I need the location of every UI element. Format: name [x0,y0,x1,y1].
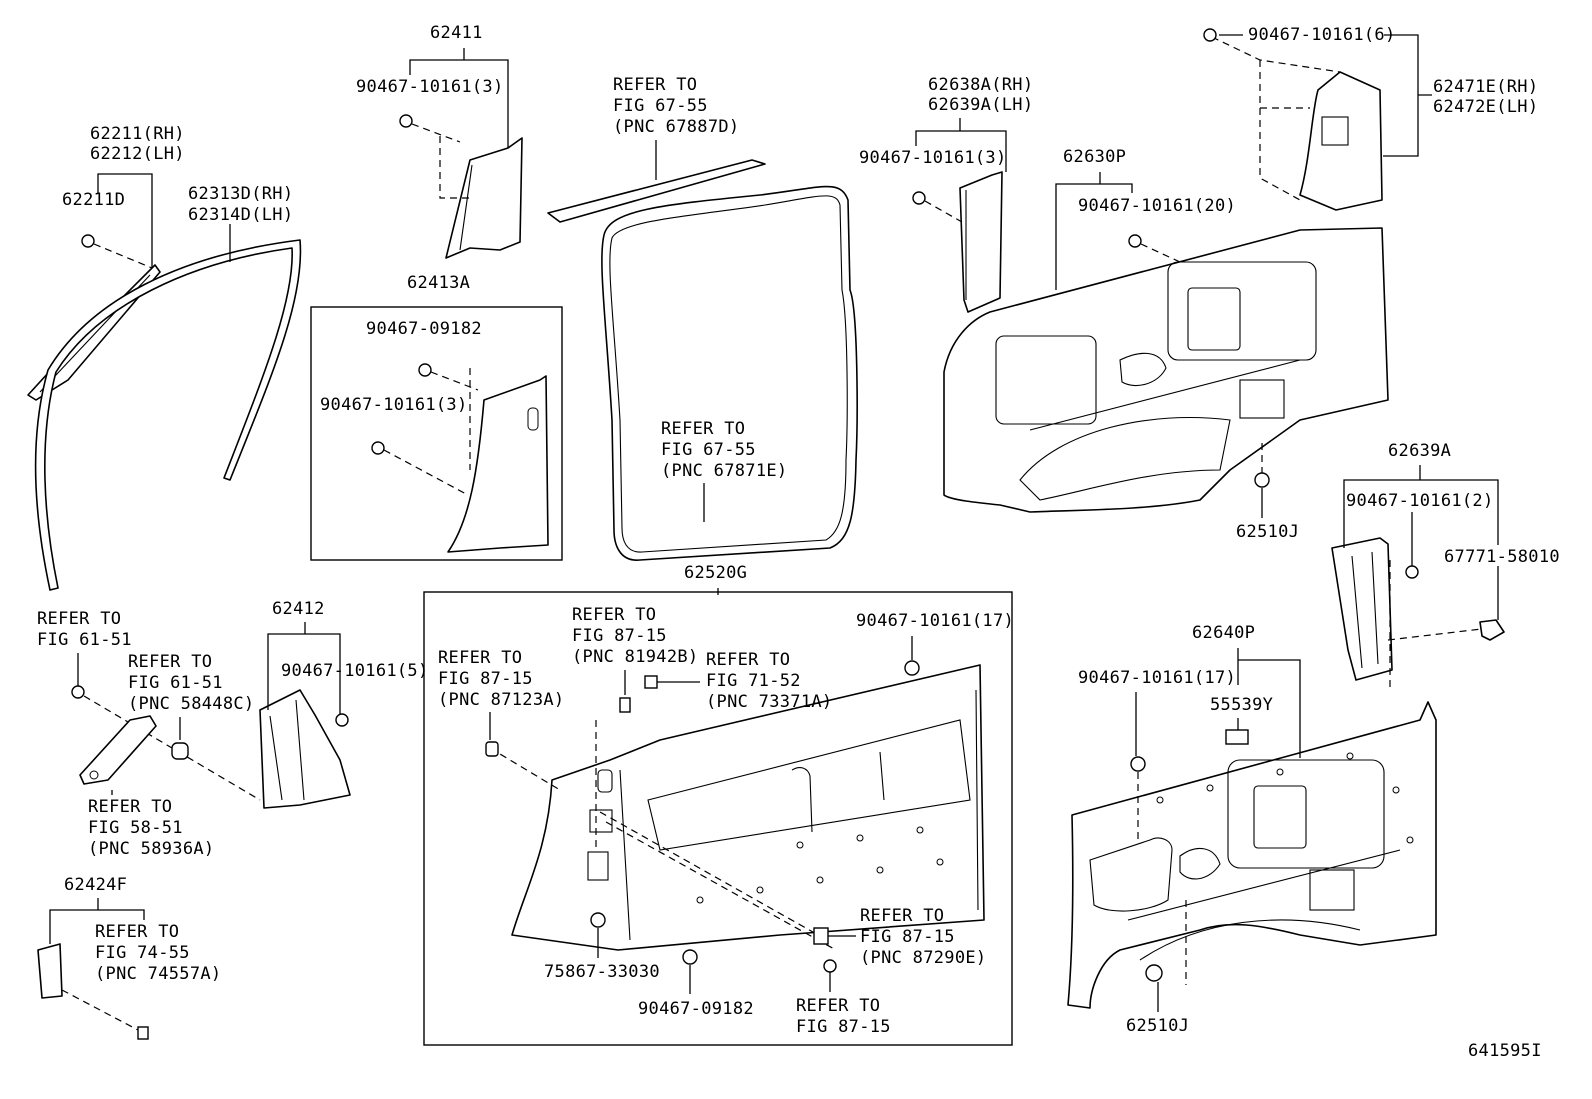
svg-text:62510J: 62510J [1236,522,1299,542]
svg-text:FIG 67-55: FIG 67-55 [661,440,756,460]
62471E-part [1203,28,1383,211]
svg-text:62212(LH): 62212(LH) [90,144,185,164]
callout-ref-58936A: REFER TO FIG 58-51 (PNC 58936A) [88,790,214,859]
svg-text:(PNC 58448C): (PNC 58448C) [128,694,254,714]
62639A-part [1331,537,1505,690]
svg-text:62638A(RH): 62638A(RH) [928,75,1033,95]
svg-text:FIG 87-15: FIG 87-15 [572,626,667,646]
callout-62630P: 62630P 90467-10161(20) 62510J [1055,147,1299,542]
svg-text:62639A(LH): 62639A(LH) [928,95,1033,115]
svg-text:62412: 62412 [272,599,325,619]
svg-text:FIG 87-15: FIG 87-15 [796,1017,891,1037]
62630P-part [943,227,1389,513]
62413A-frame [310,306,563,561]
svg-text:62639A: 62639A [1388,441,1451,461]
svg-text:(PNC 74557A): (PNC 74557A) [95,964,221,984]
62640P-part [1067,701,1437,1009]
svg-text:62640P: 62640P [1192,623,1255,643]
svg-text:FIG 87-15: FIG 87-15 [438,669,533,689]
svg-text:REFER TO: REFER TO [88,797,172,817]
svg-text:62314D(LH): 62314D(LH) [188,205,293,225]
svg-text:62413A: 62413A [407,273,470,293]
svg-text:REFER TO: REFER TO [95,922,179,942]
svg-text:(PNC 81942B): (PNC 81942B) [572,647,698,667]
callout-62411: 62411 90467-10161(3) [356,23,509,148]
svg-text:REFER TO: REFER TO [128,652,212,672]
callout-ref-58448C: REFER TO FIG 61-51 (PNC 58448C) [128,652,254,760]
callout-62412: 62412 90467-10161(5) [267,599,429,714]
svg-text:(PNC 67871E): (PNC 67871E) [661,461,787,481]
62424F-part [37,943,149,1040]
svg-text:REFER TO: REFER TO [796,996,880,1016]
svg-text:REFER TO: REFER TO [613,75,697,95]
62520G-part [485,660,985,973]
svg-text:90467-10161(6): 90467-10161(6) [1248,25,1396,45]
svg-text:90467-10161(20): 90467-10161(20) [1078,196,1236,216]
svg-text:62411: 62411 [430,23,483,43]
svg-text:90467-09182: 90467-09182 [366,319,482,339]
svg-text:62510J: 62510J [1126,1016,1189,1036]
svg-text:REFER TO: REFER TO [572,605,656,625]
62412-part [259,689,351,809]
a-pillar-weatherstrip-part [34,239,302,591]
callout-62424F: 62424F REFER TO FIG 74-55 (PNC 74557A) [49,875,221,984]
svg-text:REFER TO: REFER TO [860,906,944,926]
svg-text:90467-10161(3): 90467-10161(3) [859,148,1007,168]
callout-62211: 62211(RH) 62212(LH) 62211D [62,124,185,268]
svg-text:62471E(RH): 62471E(RH) [1433,77,1538,97]
svg-text:(PNC 73371A): (PNC 73371A) [706,692,832,712]
svg-text:55539Y: 55539Y [1210,695,1273,715]
callout-ref-67871E: REFER TO FIG 67-55 (PNC 67871E) [661,419,787,522]
svg-text:REFER TO: REFER TO [438,648,522,668]
svg-text:FIG 67-55: FIG 67-55 [613,96,708,116]
svg-text:75867-33030: 75867-33030 [544,962,660,982]
callout-62640P: 62640P 90467-10161(17) 55539Y 62510J [1078,623,1301,1036]
diagram-id: 641595I [1468,1041,1542,1061]
62411-part [399,114,523,259]
callout-ref-67887D: REFER TO FIG 67-55 (PNC 67887D) [613,75,739,180]
svg-text:90467-10161(3): 90467-10161(3) [320,395,468,415]
callout-62471E: 90467-10161(6) 62471E(RH) 62472E(LH) [1219,25,1538,157]
svg-text:62520G: 62520G [684,563,747,583]
svg-text:90467-10161(17): 90467-10161(17) [856,611,1014,631]
svg-text:62313D(RH): 62313D(RH) [188,184,293,204]
62211D-clip [81,234,153,269]
seatbelt-anchor-part [79,715,157,785]
svg-text:90467-10161(3): 90467-10161(3) [356,77,504,97]
svg-text:62211(RH): 62211(RH) [90,124,185,144]
svg-text:FIG 87-15: FIG 87-15 [860,927,955,947]
svg-text:FIG 71-52: FIG 71-52 [706,671,801,691]
svg-text:REFER TO: REFER TO [661,419,745,439]
svg-text:FIG 61-51: FIG 61-51 [37,630,132,650]
callout-62313D: 62313D(RH) 62314D(LH) [188,184,293,262]
svg-text:FIG 74-55: FIG 74-55 [95,943,190,963]
svg-text:(PNC 67887D): (PNC 67887D) [613,117,739,137]
svg-text:FIG 61-51: FIG 61-51 [128,673,223,693]
svg-text:FIG 58-51: FIG 58-51 [88,818,183,838]
svg-text:(PNC 87123A): (PNC 87123A) [438,690,564,710]
callout-62638A: 62638A(RH) 62639A(LH) 90467-10161(3) [859,75,1033,172]
svg-text:62472E(LH): 62472E(LH) [1433,97,1538,117]
svg-text:90467-10161(17): 90467-10161(17) [1078,668,1236,688]
svg-text:67771-58010: 67771-58010 [1444,547,1560,567]
callout-62639A: 62639A 90467-10161(2) 67771-58010 [1343,441,1560,620]
svg-text:REFER TO: REFER TO [706,650,790,670]
62413A-part [371,363,549,553]
svg-text:(PNC 58936A): (PNC 58936A) [88,839,214,859]
62638A-part [912,171,1003,313]
door-weatherstrip-part [547,159,858,561]
svg-text:90467-10161(2): 90467-10161(2) [1346,491,1494,511]
svg-text:62630P: 62630P [1063,147,1126,167]
svg-text:62424F: 62424F [64,875,127,895]
svg-text:90467-09182: 90467-09182 [638,999,754,1019]
callout-62413A: 62413A 90467-09182 90467-10161(3) [320,273,482,415]
svg-text:(PNC 87290E): (PNC 87290E) [860,948,986,968]
svg-text:REFER TO: REFER TO [37,609,121,629]
svg-text:62211D: 62211D [62,190,125,210]
callout-62520G: 62520G REFER TO FIG 87-15 (PNC 87123A) R… [438,563,1014,1037]
svg-text:90467-10161(5): 90467-10161(5) [281,661,429,681]
